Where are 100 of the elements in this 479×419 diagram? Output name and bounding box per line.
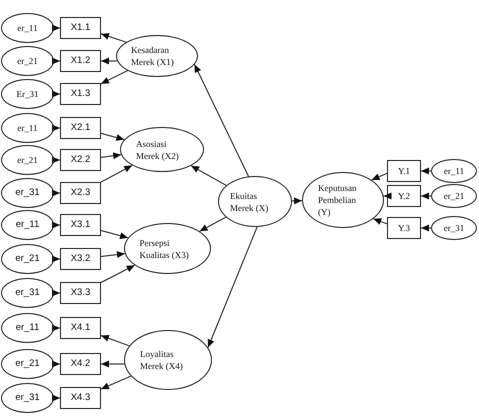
error-label: er_11 <box>444 165 464 177</box>
arrow <box>292 197 302 204</box>
indicator-label: X1.3 <box>70 88 90 100</box>
error-term-ellipse <box>1 178 54 208</box>
arrow <box>100 376 132 390</box>
indicator-label: X1.1 <box>70 22 90 34</box>
indicator-box <box>60 149 101 171</box>
arrow <box>420 224 432 232</box>
indicator-label: X4.2 <box>70 358 90 370</box>
arrow <box>199 216 226 232</box>
error-term-ellipse <box>1 383 54 413</box>
error-label: er_21 <box>15 358 40 370</box>
error-label: er_31 <box>444 222 464 234</box>
arrow <box>52 58 60 64</box>
error-label: er_21 <box>15 253 40 265</box>
error-label: er_11 <box>16 322 40 334</box>
arrow <box>100 251 126 258</box>
error-term-ellipse <box>1 79 54 109</box>
arrow <box>52 156 60 164</box>
latent-variable-ellipse <box>120 127 204 172</box>
indicator-box <box>387 217 421 239</box>
latent-variable-ellipse <box>124 330 212 390</box>
arrow <box>208 226 258 348</box>
error-label: er_31 <box>15 187 40 199</box>
indicator-label: Y.1 <box>398 165 410 177</box>
arrow <box>52 394 60 402</box>
indicator-label: X3.3 <box>70 287 90 299</box>
arrow <box>52 24 60 32</box>
error-term-ellipse <box>431 159 477 183</box>
indicator-box <box>60 117 101 139</box>
latent-variable-ellipse <box>116 35 198 77</box>
arrow <box>371 172 388 180</box>
indicator-label: X1.2 <box>70 55 90 67</box>
indicator-label: X2.1 <box>70 122 90 134</box>
indicator-label: X2.2 <box>70 154 90 166</box>
variable-label: Asosiasi Merek (X2) <box>136 138 180 162</box>
arrow <box>100 152 122 160</box>
error-label: er_21 <box>17 55 38 67</box>
variable-label: Persepsi Kualitas (X3) <box>140 236 190 260</box>
error-term-ellipse <box>1 313 54 343</box>
indicator-label: X4.3 <box>70 392 90 404</box>
error-label: er_11 <box>17 22 38 34</box>
error-term-ellipse <box>431 216 477 240</box>
indicator-label: X3.1 <box>70 219 90 231</box>
arrow <box>52 256 60 262</box>
error-label: er_11 <box>17 122 38 134</box>
indicator-box <box>387 185 421 207</box>
arrow <box>372 218 388 225</box>
arrow <box>100 33 127 43</box>
arrow <box>52 124 60 132</box>
indicator-box <box>60 248 101 270</box>
error-term-ellipse <box>1 145 54 175</box>
variable-label: Ekuitas Merek (X) <box>230 190 270 214</box>
arrow <box>194 64 249 177</box>
arrow <box>420 192 432 200</box>
indicator-box <box>387 160 421 182</box>
arrow <box>100 230 128 240</box>
indicator-label: Y.3 <box>398 222 410 234</box>
arrow <box>100 58 118 64</box>
error-term-ellipse <box>1 113 54 143</box>
arrow <box>52 360 60 368</box>
variable-label: Kesadaran Merek (X1) <box>131 44 175 68</box>
arrow <box>52 190 60 196</box>
indicator-box <box>60 353 101 375</box>
arrow <box>190 165 227 186</box>
indicator-box <box>60 50 101 72</box>
indicator-box <box>60 17 101 39</box>
error-term-ellipse <box>1 244 54 274</box>
arrow <box>100 132 125 141</box>
latent-variable-ellipse <box>124 223 211 274</box>
indicator-box <box>60 282 101 304</box>
error-label: er_21 <box>444 190 464 202</box>
arrow <box>100 360 125 368</box>
arrow <box>52 324 60 332</box>
error-label: er_21 <box>17 154 38 166</box>
error-label: Er_31 <box>16 88 38 100</box>
arrow <box>52 90 60 98</box>
indicator-label: X2.3 <box>70 187 90 199</box>
error-term-ellipse <box>1 46 54 76</box>
error-label: er_31 <box>15 392 40 404</box>
arrow <box>420 168 432 174</box>
arrow <box>52 290 60 296</box>
error-term-ellipse <box>1 13 54 43</box>
variable-label: Keputusan Pembelian (Y) <box>318 182 358 218</box>
variable-label: Loyalitas Merek (X4) <box>140 348 184 372</box>
indicator-label: Y.2 <box>398 190 410 202</box>
arrow <box>383 192 392 200</box>
arrow <box>100 334 130 346</box>
error-term-ellipse <box>1 210 54 240</box>
arrow <box>100 264 136 283</box>
indicator-box <box>60 214 101 236</box>
indicator-label: X3.2 <box>70 253 90 265</box>
error-label: er_11 <box>16 219 40 231</box>
arrow <box>100 164 133 183</box>
arrow <box>100 70 128 84</box>
indicator-label: X4.1 <box>70 322 90 334</box>
arrow <box>52 222 60 228</box>
latent-variable-ellipse <box>302 172 384 228</box>
indicator-box <box>60 83 101 105</box>
error-term-ellipse <box>1 349 54 379</box>
